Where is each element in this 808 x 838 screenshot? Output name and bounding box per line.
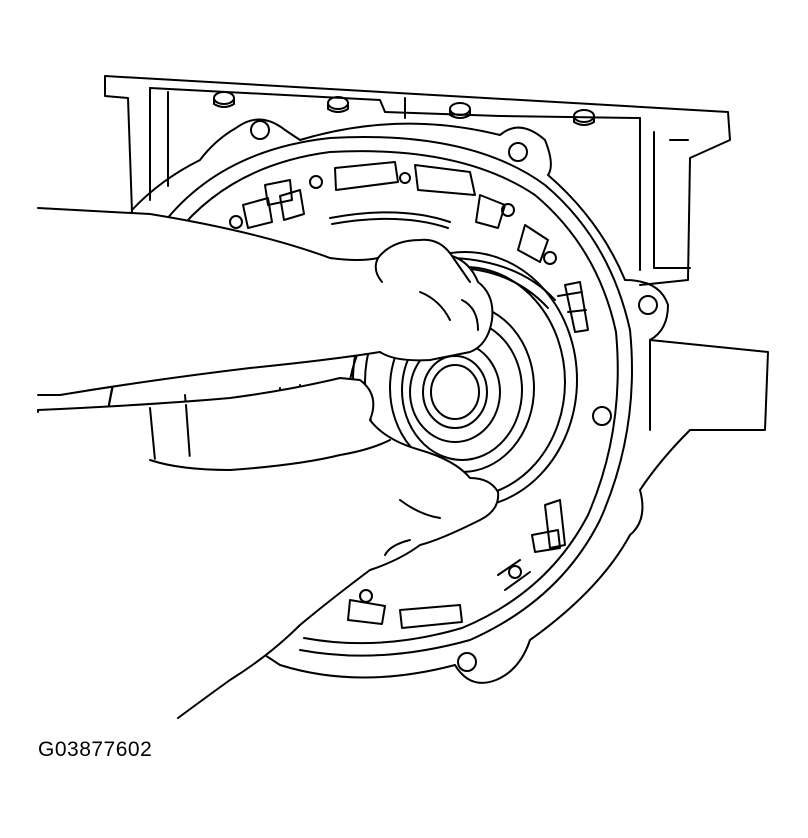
- lower-hand: [38, 378, 498, 718]
- housing-ports: [230, 162, 588, 628]
- figure-code: G03877602: [38, 738, 153, 761]
- rail-bolt-icon: [214, 92, 594, 125]
- mounting-bracket: [105, 76, 730, 285]
- upper-hand: [38, 208, 492, 395]
